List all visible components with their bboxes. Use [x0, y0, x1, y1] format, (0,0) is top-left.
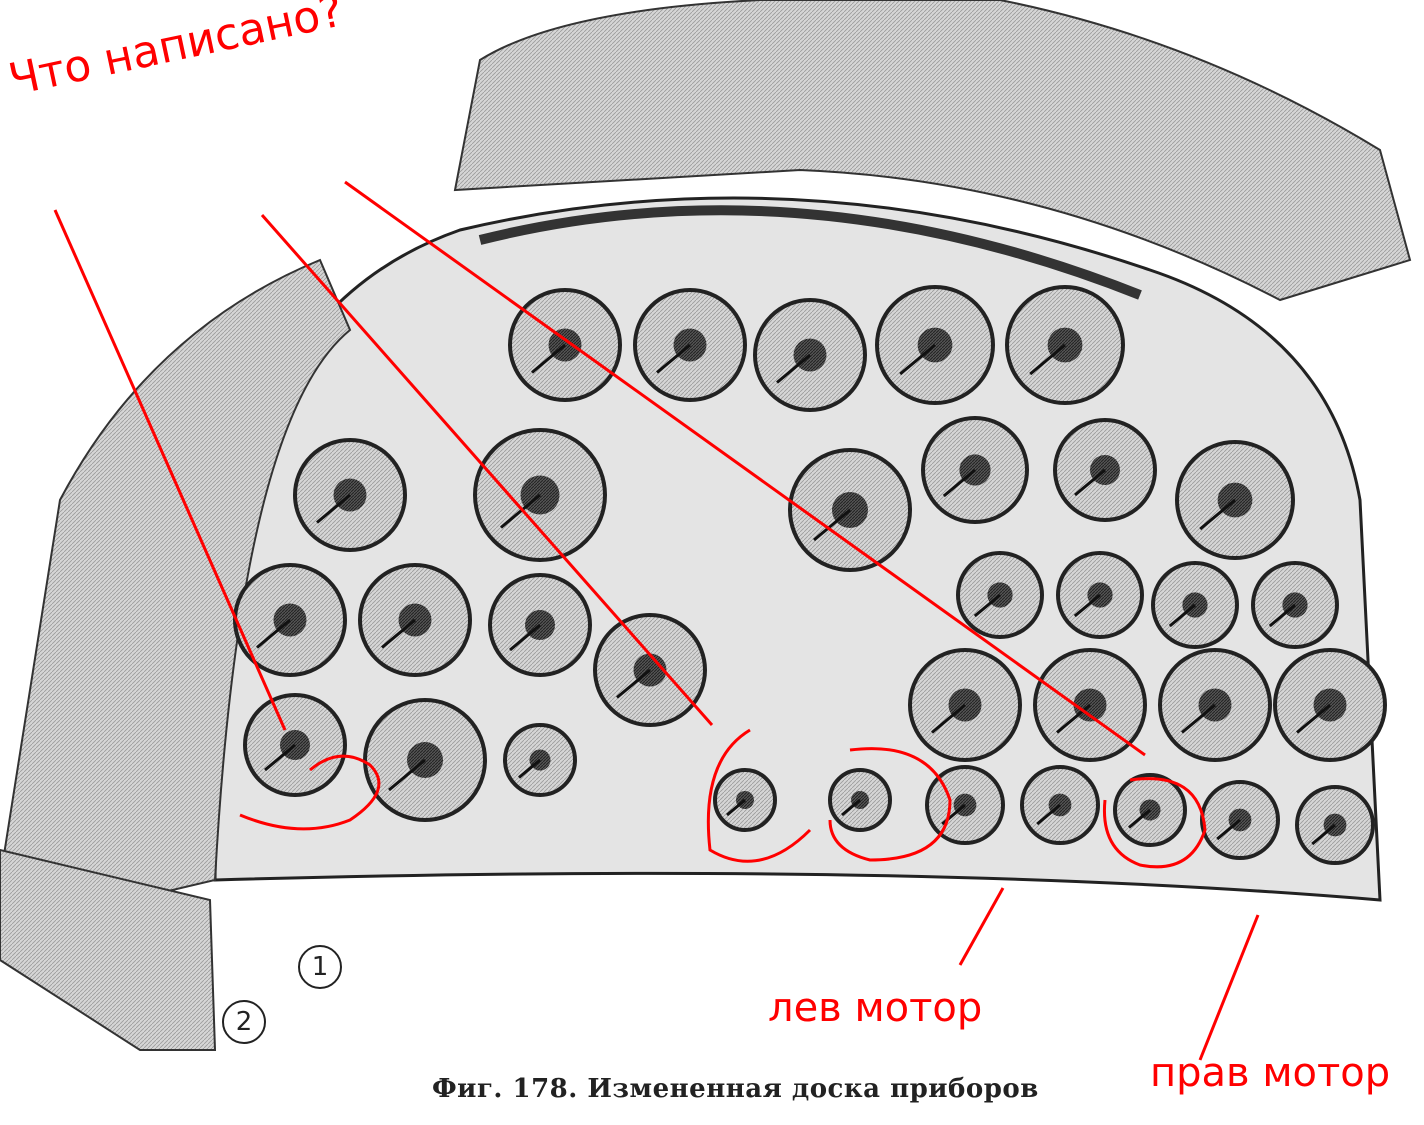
gauge [633, 288, 747, 402]
gauge [1056, 551, 1144, 639]
gauge [363, 698, 487, 822]
gauge [358, 563, 472, 677]
callout-2: 2 [222, 1000, 266, 1044]
gauge [488, 573, 592, 677]
gauge [233, 563, 347, 677]
figure-caption: Фиг. 178. Измененная доска приборов [432, 1074, 1039, 1104]
gauge [1151, 561, 1239, 649]
gauge [1020, 765, 1100, 845]
gauge [908, 648, 1022, 762]
gauge [1158, 648, 1272, 762]
gauge [293, 438, 407, 552]
gauge [243, 693, 347, 797]
gauge [875, 285, 995, 405]
gauge [473, 428, 607, 562]
red-annotations [53, 180, 1260, 1061]
gauge [753, 298, 867, 412]
gauge [508, 288, 622, 402]
gauge [1200, 780, 1280, 860]
gauge [593, 613, 707, 727]
gauge [1053, 418, 1157, 522]
canopy [453, 0, 1412, 302]
top-rail [478, 205, 1142, 300]
gauge [828, 768, 892, 832]
gauge [956, 551, 1044, 639]
gauge [1005, 285, 1125, 405]
callout-1: 1 [298, 945, 342, 989]
gauge [921, 416, 1029, 524]
gauge [713, 768, 777, 832]
gauges [233, 285, 1387, 865]
side-frame [0, 258, 352, 902]
gauge [1113, 773, 1187, 847]
annotation-right-engine: прав мотор [1150, 1050, 1391, 1096]
gauge [503, 723, 577, 797]
gauge [1175, 440, 1295, 560]
gauge [1251, 561, 1339, 649]
gauge [1273, 648, 1387, 762]
gauge [1033, 648, 1147, 762]
gauge [788, 448, 912, 572]
lower-left-structure [0, 848, 217, 1051]
gauge [1295, 785, 1375, 865]
annotation-left-engine: лев мотор [768, 985, 983, 1031]
